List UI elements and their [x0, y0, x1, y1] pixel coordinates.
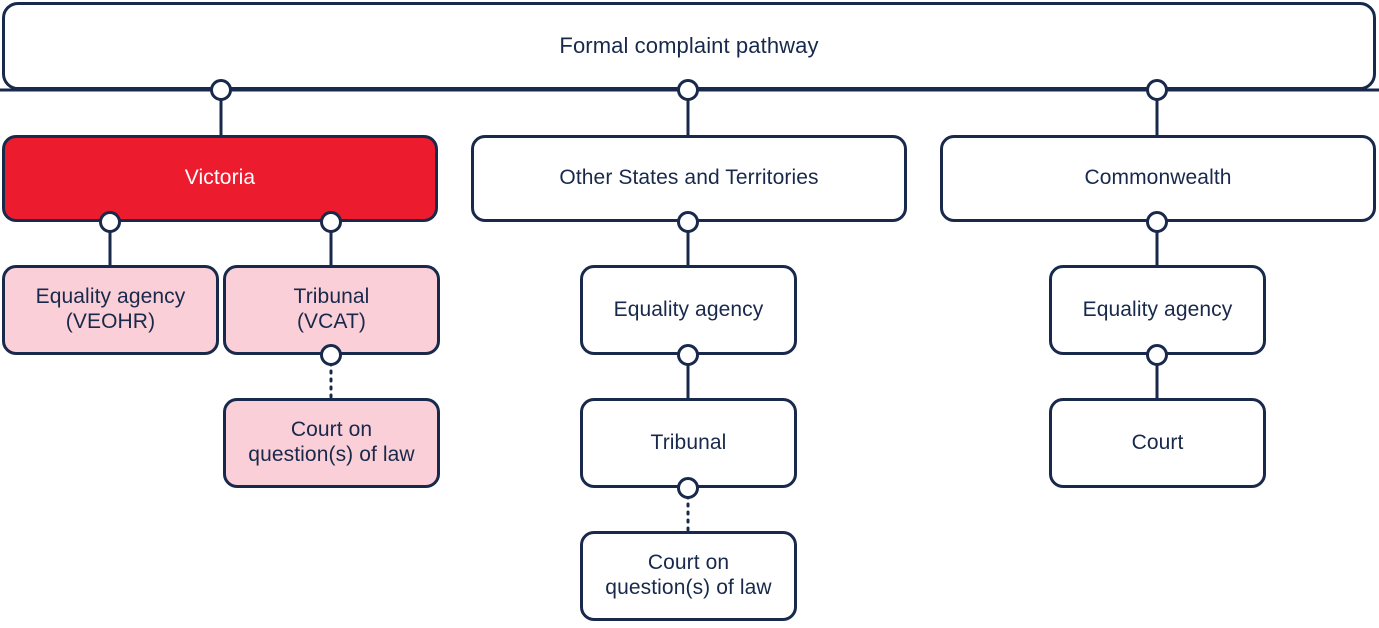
connector-circle-vic-tribunal: [320, 211, 342, 233]
connector-circle-other-equality-agency: [677, 211, 699, 233]
connector-circle-banner-other-states: [677, 79, 699, 101]
node-other-equality-agency[interactable]: Equality agency: [580, 265, 797, 355]
connector-circle-vic-court: [320, 344, 342, 366]
node-cth-court[interactable]: Court: [1049, 398, 1266, 488]
node-other-court-label: Court on question(s) of law: [605, 551, 772, 599]
connector-circle-other-court: [677, 477, 699, 499]
connector-circle-vic-equality-agency: [99, 211, 121, 233]
node-other-equality-agency-label: Equality agency: [613, 297, 764, 321]
connector-circle-other-tribunal: [677, 344, 699, 366]
node-other-states-and-territories[interactable]: Other States and Territories: [471, 135, 907, 222]
banner-formal-complaint-pathway: Formal complaint pathway: [2, 2, 1376, 90]
connector-circle-cth-equality-agency: [1146, 211, 1168, 233]
connector-circle-banner-victoria: [210, 79, 232, 101]
node-other-tribunal-label: Tribunal: [650, 430, 727, 454]
connector-circle-banner-commonwealth: [1146, 79, 1168, 101]
node-vic-equality-agency[interactable]: Equality agency (VEOHR): [2, 265, 219, 355]
node-vic-tribunal-label: Tribunal (VCAT): [293, 285, 370, 333]
node-other-court[interactable]: Court on question(s) of law: [580, 531, 797, 621]
node-other-states-label: Other States and Territories: [559, 166, 819, 190]
node-victoria-label: Victoria: [184, 166, 256, 190]
banner-label: Formal complaint pathway: [559, 33, 819, 59]
node-victoria[interactable]: Victoria: [2, 135, 438, 222]
node-vic-equality-agency-label: Equality agency (VEOHR): [35, 285, 186, 333]
node-vic-court-label: Court on question(s) of law: [248, 418, 415, 466]
node-other-tribunal[interactable]: Tribunal: [580, 398, 797, 488]
node-cth-equality-agency[interactable]: Equality agency: [1049, 265, 1266, 355]
node-vic-tribunal[interactable]: Tribunal (VCAT): [223, 265, 440, 355]
node-vic-court[interactable]: Court on question(s) of law: [223, 398, 440, 488]
node-commonwealth-label: Commonwealth: [1084, 166, 1232, 190]
node-cth-equality-agency-label: Equality agency: [1082, 297, 1233, 321]
node-cth-court-label: Court: [1131, 430, 1184, 454]
connector-circle-cth-court: [1146, 344, 1168, 366]
node-commonwealth[interactable]: Commonwealth: [940, 135, 1376, 222]
